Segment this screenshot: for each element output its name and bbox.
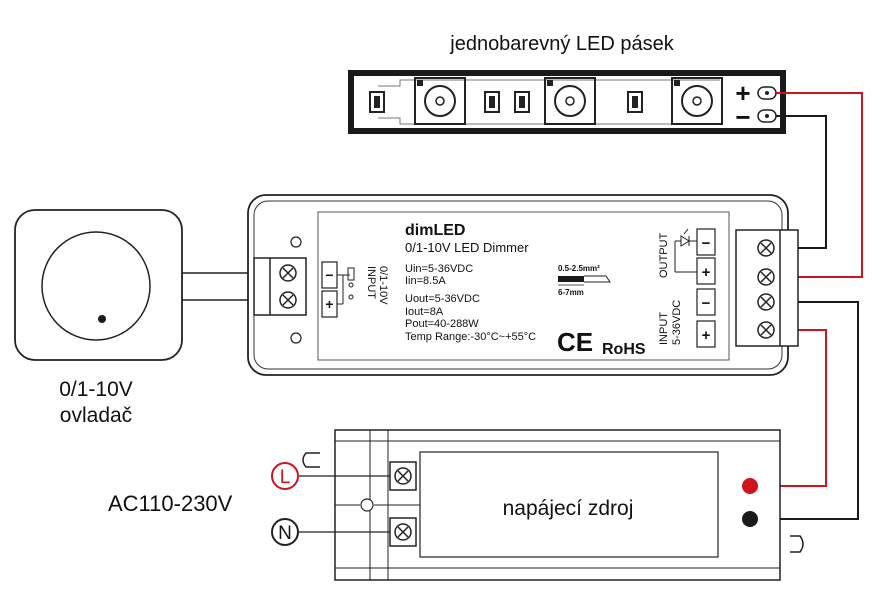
output-minus-box xyxy=(696,228,716,256)
mains-n-label: N xyxy=(278,523,292,544)
controller xyxy=(14,209,183,361)
input-left-plus: + xyxy=(325,296,333,312)
mounting-hole xyxy=(290,332,302,344)
resistor xyxy=(484,91,500,113)
input-right-range: 5-36VDC xyxy=(671,300,683,345)
output-minus: − xyxy=(702,235,711,252)
mains-voltage-label: AC110-230V xyxy=(108,491,233,516)
resistor xyxy=(627,91,643,113)
ce-mark: CE xyxy=(557,327,593,357)
dimmer-model: 0/1-10V LED Dimmer xyxy=(405,240,529,255)
mains-l-marker xyxy=(271,462,299,490)
controller-label-line1: 0/1-10V xyxy=(59,378,133,401)
output-plus-box xyxy=(696,257,716,285)
wire-output-plus xyxy=(776,92,863,278)
mains-n-marker xyxy=(271,518,299,546)
controller-label-line2: ovladač xyxy=(60,404,132,427)
diode-symbol xyxy=(674,228,697,273)
dimmer-iout: Iout=8A xyxy=(405,306,444,318)
mains-l-label: L xyxy=(280,467,291,488)
psu-label-panel xyxy=(419,451,719,558)
input-control-terminal xyxy=(253,257,307,316)
wire-input-minus xyxy=(760,301,859,520)
output-label: OUTPUT xyxy=(658,233,670,279)
controller-knob xyxy=(41,231,151,341)
psu-positive-terminal xyxy=(742,478,758,494)
power-plus-box xyxy=(696,320,716,348)
dimmer-temp: Temp Range:-30°C~+55°C xyxy=(405,331,536,343)
wire-output-minus xyxy=(776,115,827,249)
strip-title: jednobarevný LED pásek xyxy=(449,33,674,55)
mounting-hole xyxy=(290,236,302,248)
strip-minus-sign: − xyxy=(735,102,750,132)
dimmer-pout: Pout=40-288W xyxy=(405,318,479,330)
input-left-minus: − xyxy=(325,267,333,283)
output-power-terminal xyxy=(735,229,799,347)
strip-plus-sign: + xyxy=(735,78,750,108)
psu-label: napájecí zdroj xyxy=(503,497,634,520)
wire-gauge-label: 0.5-2.5mm² xyxy=(558,264,600,273)
power-minus: − xyxy=(702,295,711,312)
input-left-range: 0/1-10V xyxy=(377,266,389,305)
dimmer-uin: Uin=5-36VDC xyxy=(405,263,473,275)
dimmer: − + INPUT 0/1-10V dimLED 0/1-10V LED Dim… xyxy=(247,194,799,376)
potentiometer-symbol xyxy=(337,267,355,305)
dimmer-brand: dimLED xyxy=(405,222,465,239)
led-chip xyxy=(671,77,723,125)
resistor xyxy=(369,91,385,113)
resistor xyxy=(514,91,530,113)
power-supply xyxy=(302,429,804,581)
led-strip: + − xyxy=(348,70,786,134)
led-chip xyxy=(414,77,466,125)
wire-strip-icon xyxy=(558,275,611,286)
input-right-label: INPUT xyxy=(658,312,670,345)
dimmer-uout: Uout=5-36VDC xyxy=(405,293,480,305)
strip-length-label: 6-7mm xyxy=(558,288,584,297)
rohs-mark: RoHS xyxy=(602,341,646,358)
psu-negative-terminal xyxy=(742,511,758,527)
input-left-label: INPUT xyxy=(365,266,377,299)
wire-input-plus xyxy=(760,329,827,487)
power-plus: + xyxy=(702,327,711,344)
power-minus-box xyxy=(696,288,716,316)
output-plus: + xyxy=(702,264,711,281)
dimmer-iin: Iin=8.5A xyxy=(405,275,446,287)
led-chip xyxy=(544,77,596,125)
